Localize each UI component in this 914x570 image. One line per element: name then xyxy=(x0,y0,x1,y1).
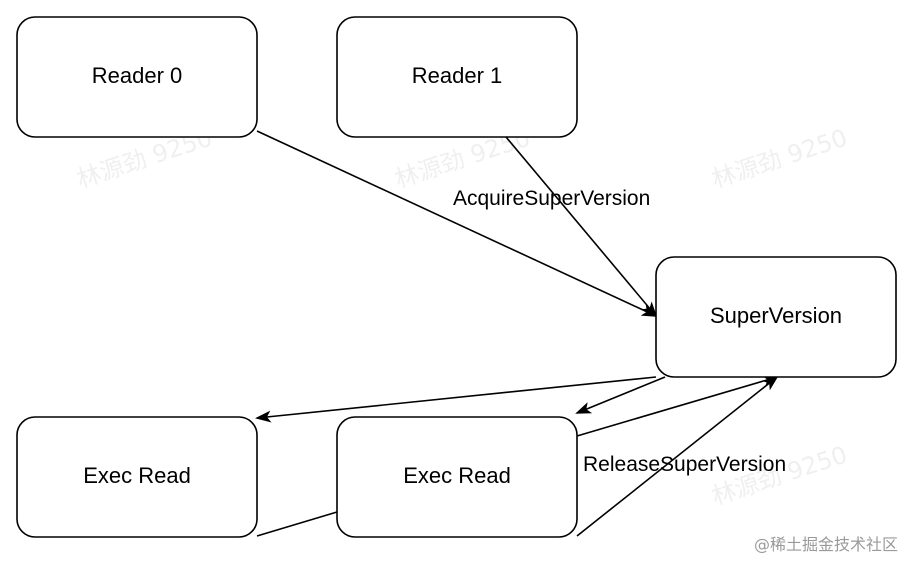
edge-label-release: ReleaseSuperVersion xyxy=(583,453,786,476)
edge-label-acquire: AcquireSuperVersion xyxy=(453,187,650,210)
node-superversion-label: SuperVersion xyxy=(710,303,842,328)
node-exec-read-left-label: Exec Read xyxy=(83,463,191,488)
node-exec-read-right-label: Exec Read xyxy=(403,463,511,488)
edge-superversion-to-exec-read-left xyxy=(255,376,657,423)
edge-exec-read-bottom-to-superversion xyxy=(576,375,779,537)
node-exec-read-right: Exec Read xyxy=(336,416,578,538)
node-reader-0: Reader 0 xyxy=(16,16,258,138)
edge-reader1-to-superversion xyxy=(505,136,658,318)
edge-exec-read-left-to-right xyxy=(256,511,338,537)
node-reader-1-label: Reader 1 xyxy=(412,63,503,88)
node-reader-1: Reader 1 xyxy=(336,16,578,138)
node-reader-0-label: Reader 0 xyxy=(92,63,183,88)
credit-text: @稀土掘金技术社区 xyxy=(754,535,898,554)
edge-reader0-to-superversion xyxy=(256,130,658,317)
node-exec-read-left: Exec Read xyxy=(16,416,258,538)
watermark-3: 林源劲 9250 xyxy=(708,124,850,194)
edge-superversion-to-exec-read-right xyxy=(575,376,666,414)
edge-exec-read-right-to-superversion xyxy=(576,375,779,437)
node-superversion: SuperVersion xyxy=(655,256,897,378)
edges xyxy=(255,130,779,537)
